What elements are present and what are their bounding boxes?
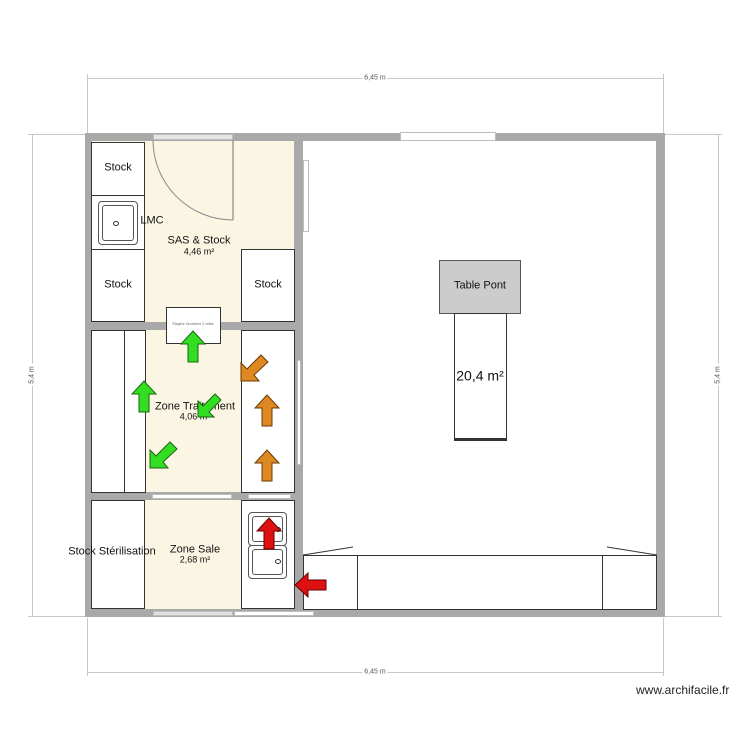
opening-h2-right: [248, 494, 291, 499]
dimension-tick: [87, 618, 88, 676]
dimension-left-label: 5,4 m: [28, 364, 36, 386]
wall-bottom: [85, 609, 665, 617]
window-top: [400, 132, 496, 141]
wall-left: [85, 133, 92, 617]
dimension-tick: [663, 618, 664, 676]
shelf-label: Étagère Ouverture 2 côtés: [172, 322, 214, 326]
stock-cabinet-right: [241, 249, 295, 322]
arrow-down-left-icon: [197, 393, 222, 418]
dimension-tick: [87, 74, 88, 134]
counter-left-outer: [91, 330, 126, 493]
dimension-right-label: 5,4 m: [714, 364, 722, 386]
wall-right: [656, 133, 665, 617]
dimension-tick: [664, 616, 722, 617]
room-area-main: 20,4 m²: [456, 367, 504, 384]
arrow-down-left-icon: [149, 441, 178, 469]
stock-label: Stock: [104, 278, 132, 291]
window-sas-top: [153, 134, 233, 140]
wall-top: [85, 133, 665, 141]
arrow-left-icon: [294, 571, 327, 599]
lmc-label: LMC: [140, 214, 164, 227]
opening-partition-mid: [297, 360, 301, 465]
arrow-up-icon: [130, 380, 158, 413]
room-area-zone-traitement: 4,06 m²: [179, 411, 211, 422]
stock-cabinet-top-left: [91, 142, 145, 196]
room-area-zone-sale: 2,68 m²: [179, 554, 211, 565]
sink-icon: [98, 201, 138, 245]
dimension-tick: [664, 134, 722, 135]
arrow-up-icon: [255, 517, 283, 550]
window-bottom-left: [153, 611, 233, 616]
room-area-sas-stock: 4,46 m²: [183, 246, 215, 257]
table-pont-label: Table Pont: [454, 279, 506, 292]
bottom-counter: [303, 555, 657, 610]
dimension-bottom-label: 6,45 m: [362, 668, 388, 676]
table-pont: [439, 260, 521, 314]
dimension-tick: [663, 74, 664, 134]
window-partition: [303, 160, 309, 232]
window-bottom-right: [234, 611, 314, 616]
door-swing-icon: [152, 140, 234, 221]
stock-cabinet-mid-left: [91, 249, 145, 322]
arrow-up-icon: [253, 449, 281, 482]
sink-icon: [248, 545, 287, 579]
stock-sterilisation-label: Stock Stérilisation: [68, 545, 156, 558]
table-extension: [454, 313, 507, 441]
opening-h2-left: [152, 494, 232, 499]
stock-label: Stock: [104, 161, 132, 174]
bottom-counter-right-unit: [602, 555, 657, 610]
stock-label: Stock: [254, 278, 282, 291]
room-name-zone-sale: Zone Sale: [169, 543, 221, 556]
arrow-up-icon: [253, 394, 281, 427]
dimension-tick: [28, 134, 86, 135]
arrow-up-icon: [179, 330, 207, 363]
dimension-top-label: 6,45 m: [362, 74, 388, 82]
room-name-sas-stock: SAS & Stock: [167, 234, 231, 247]
watermark-text: www.archifacile.fr: [636, 683, 730, 697]
stock-sterilisation-cabinet: [91, 500, 145, 609]
arrow-down-left-icon: [240, 354, 269, 382]
dimension-tick: [28, 616, 86, 617]
counter-door-lines: [303, 546, 657, 556]
